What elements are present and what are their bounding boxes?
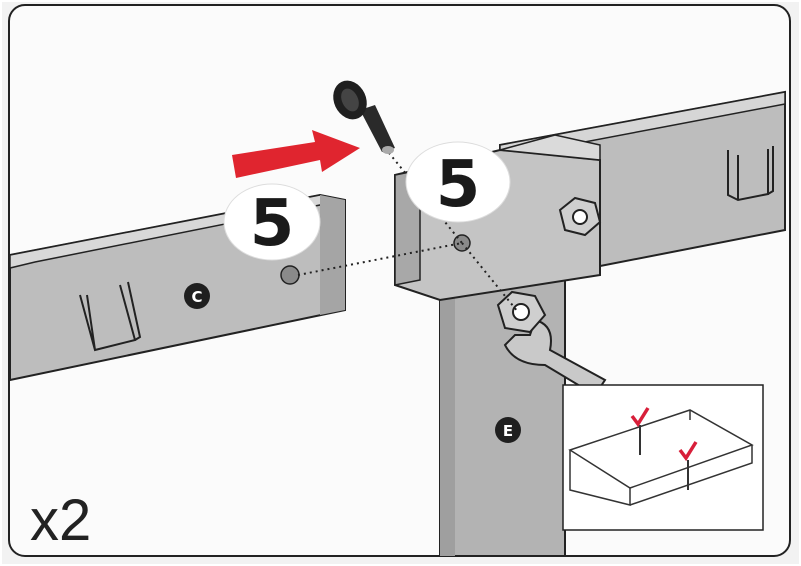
- check-icon: [630, 407, 650, 428]
- u-bracket-left: [79, 281, 142, 352]
- check-icon: [678, 441, 698, 462]
- callout-number: 5: [250, 187, 295, 261]
- callout-number: 5: [436, 148, 481, 222]
- part-label-e: E: [495, 417, 521, 443]
- bolt-hole-c: [280, 265, 300, 285]
- bolt-icon: [333, 80, 395, 154]
- svg-text:C: C: [191, 288, 202, 306]
- svg-text:E: E: [503, 422, 513, 440]
- callout-5-right: 5: [405, 141, 511, 223]
- quantity-label: x2: [30, 488, 91, 553]
- part-label-c: C: [184, 283, 210, 309]
- u-bracket-right: [727, 146, 774, 202]
- direction-arrow-icon: [232, 130, 360, 178]
- inset-overview: [562, 384, 764, 531]
- callout-5-left: 5: [223, 183, 321, 261]
